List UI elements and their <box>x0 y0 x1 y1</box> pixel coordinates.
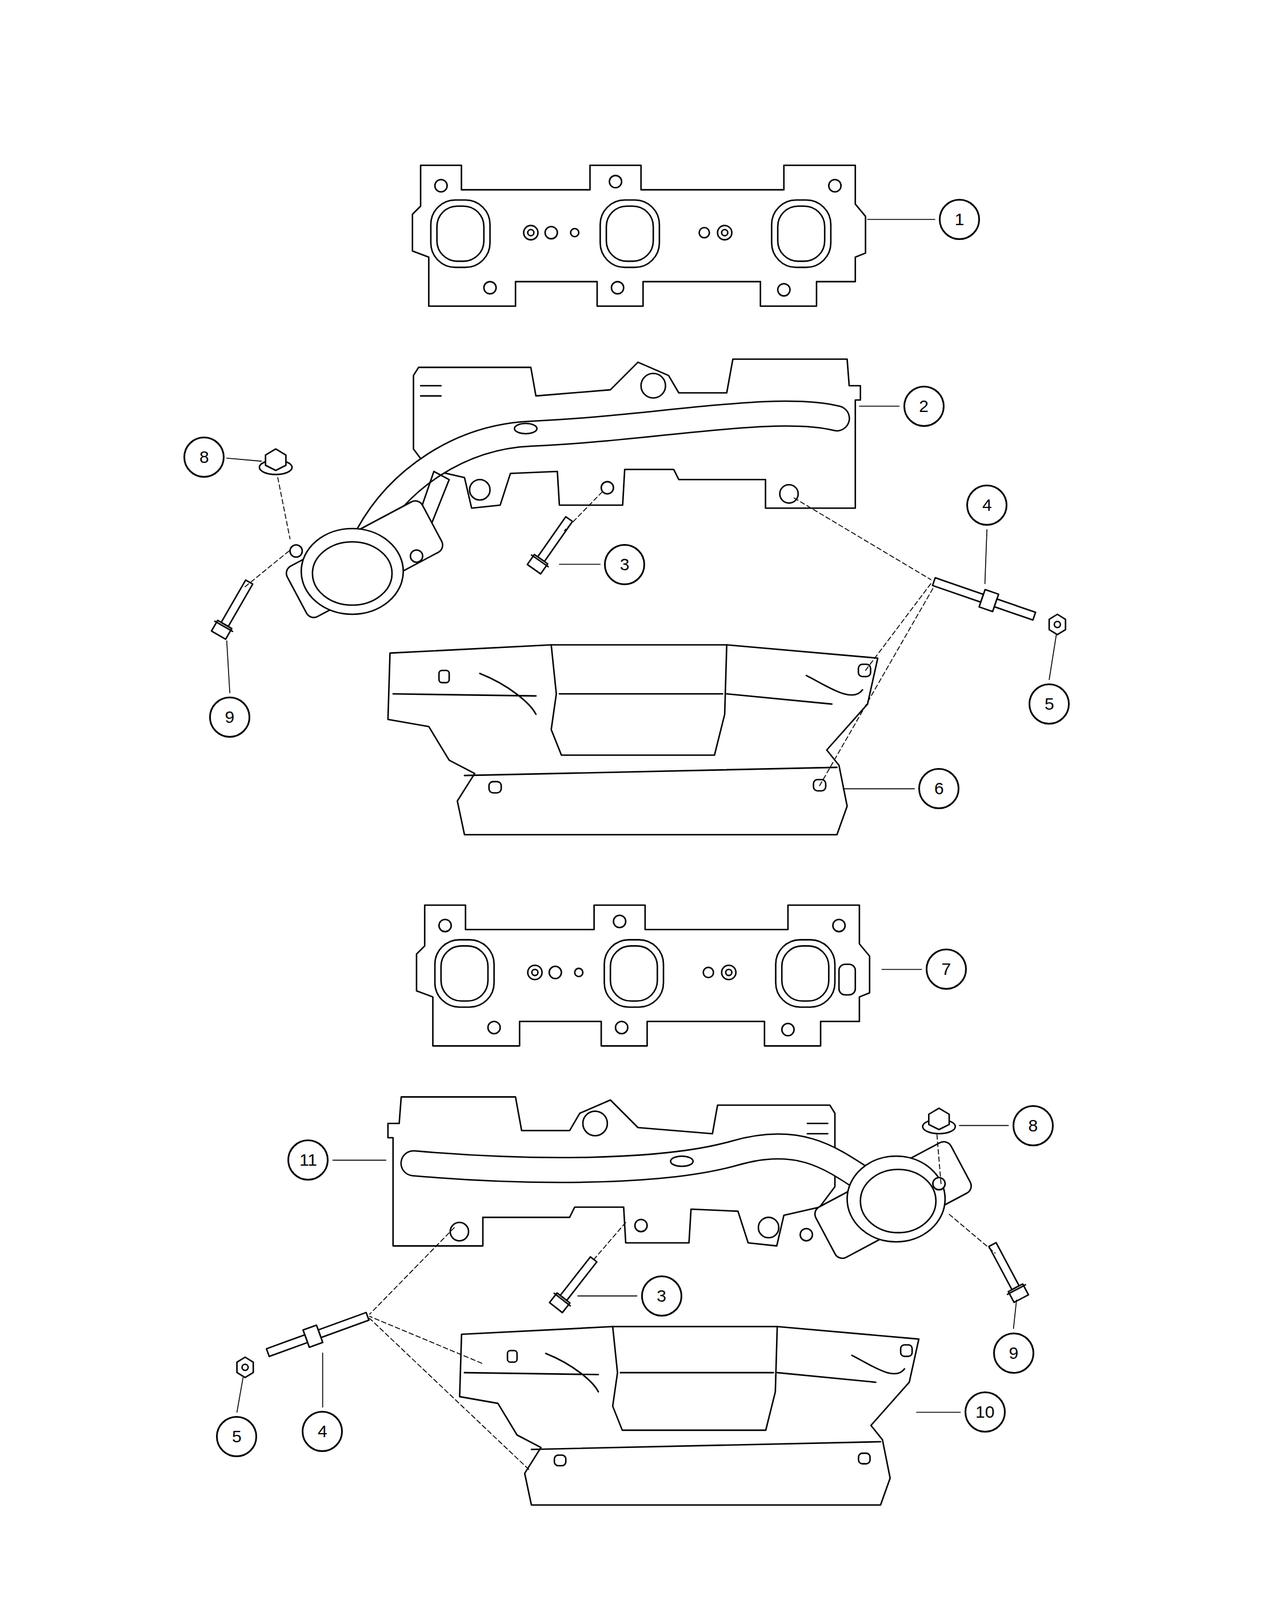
callout-number: 7 <box>925 948 967 990</box>
heat-shield <box>388 645 878 835</box>
callout-number: 1 <box>938 198 980 240</box>
callout-number: 5 <box>1028 683 1070 725</box>
callout-number: 5 <box>216 1416 258 1458</box>
manifold-runner <box>413 1146 879 1189</box>
manifold-boss <box>670 1156 694 1167</box>
manifold-runner <box>367 413 837 536</box>
bolt <box>209 577 259 641</box>
outlet-hole <box>933 1177 946 1190</box>
manifold-runner <box>413 1146 879 1189</box>
outlet-ring <box>860 1169 936 1233</box>
nut <box>1049 614 1066 635</box>
callout-number: 8 <box>183 436 225 478</box>
outlet-flange <box>812 1138 974 1262</box>
outlet-ring <box>847 1156 946 1242</box>
callout-number: 4 <box>301 1410 343 1452</box>
outlet-flange <box>283 498 446 621</box>
assembly-line <box>245 477 996 1470</box>
outlet-hole <box>290 545 303 558</box>
gasket-slot <box>838 964 856 996</box>
exhaust-gasket <box>416 905 870 1046</box>
outlet-hole <box>410 550 423 563</box>
nut <box>237 1357 254 1378</box>
heat-shield <box>459 1326 919 1506</box>
exhaust-gasket <box>412 165 866 306</box>
manifold-runner <box>367 413 837 536</box>
callout-number: 8 <box>1012 1105 1054 1147</box>
callout-number: 6 <box>918 768 960 810</box>
bolt <box>548 1253 602 1314</box>
outlet-hole <box>800 1228 812 1241</box>
stud <box>264 1307 371 1362</box>
callout-number: 9 <box>209 696 251 738</box>
leader-line <box>226 219 1057 1413</box>
flange-nut <box>259 449 292 475</box>
outlet-ring <box>301 528 404 615</box>
callout-number: 9 <box>993 1332 1035 1374</box>
callout-number: 10 <box>964 1391 1006 1433</box>
callout-number: 3 <box>604 544 646 586</box>
callout-number: 11 <box>287 1139 329 1181</box>
flange-nut <box>922 1108 956 1134</box>
bolt <box>525 513 578 575</box>
callout-number: 4 <box>966 484 1008 526</box>
outlet-ring <box>312 541 392 606</box>
callout-number: 3 <box>641 1275 683 1317</box>
stud <box>930 573 1038 626</box>
manifold-boss <box>514 423 537 434</box>
callout-number: 2 <box>903 385 945 427</box>
